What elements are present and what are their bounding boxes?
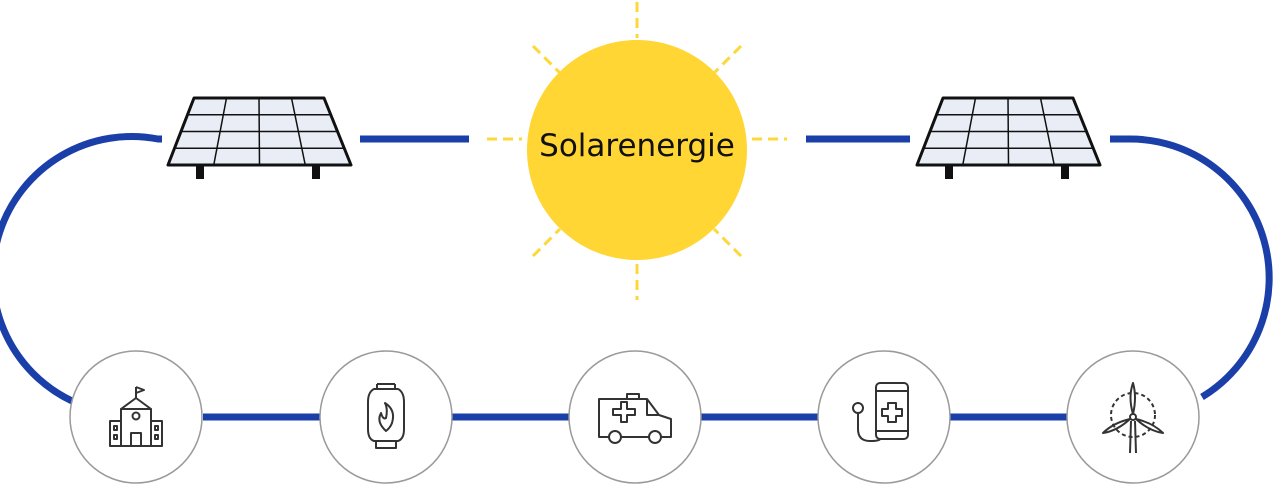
panel-leg-left <box>945 165 953 179</box>
sun-ray-bottom-right <box>712 227 743 258</box>
sun-ray-top-left <box>531 44 562 75</box>
mobile-health-icon <box>852 382 909 442</box>
node-wind-turbine <box>1066 350 1200 484</box>
sun-ray-bottom-left <box>531 227 562 258</box>
connector-lines <box>0 133 1273 421</box>
panel-leg-right <box>1061 165 1069 179</box>
panel-grid <box>174 97 345 166</box>
panel-grid <box>923 97 1094 166</box>
node-circle <box>1066 350 1200 484</box>
wind-turbine-icon <box>1102 382 1164 454</box>
panel-leg-left <box>196 165 204 179</box>
sun-disc <box>527 40 747 260</box>
sun <box>487 2 787 300</box>
ambulance-icon <box>598 393 672 444</box>
panel-leg-right <box>312 165 320 179</box>
node-school <box>69 350 203 484</box>
solar-panel-left <box>166 96 353 179</box>
node-lantern <box>319 350 453 484</box>
connector-loop-right <box>1110 135 1273 400</box>
lantern-icon <box>367 383 405 449</box>
node-circle <box>568 350 702 484</box>
node-mobile-health <box>817 350 951 484</box>
sun-rays <box>487 2 787 300</box>
sun-label: Solarenergie <box>539 128 735 164</box>
node-ambulance <box>568 350 702 484</box>
node-circle <box>69 350 203 484</box>
connector-loop-left <box>0 133 162 405</box>
school-icon <box>109 386 163 447</box>
sun-ray-top-right <box>712 44 743 75</box>
solar-panel-right <box>915 96 1102 179</box>
application-nodes <box>69 350 1200 484</box>
